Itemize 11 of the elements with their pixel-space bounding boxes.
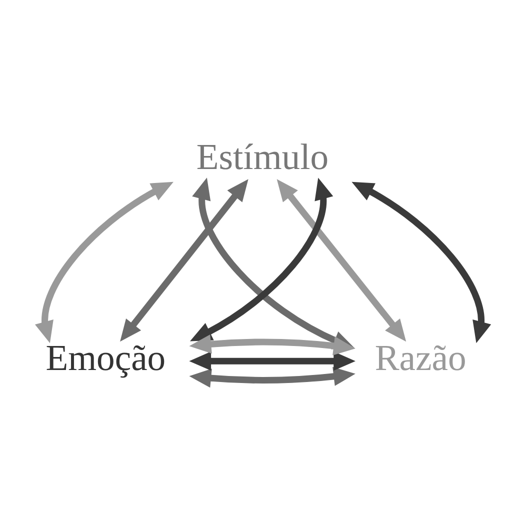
- node-text: Estímulo: [196, 135, 328, 176]
- node-text: Emoção: [45, 336, 166, 378]
- arrow: [120, 178, 248, 342]
- arrow: [34, 181, 173, 343]
- arrow: [188, 351, 355, 370]
- arrow: [276, 178, 406, 342]
- arrow: [189, 177, 333, 341]
- node-text: Razão: [374, 336, 466, 378]
- arrow: [188, 334, 355, 355]
- arrow: [351, 181, 491, 343]
- arrow: [188, 366, 355, 388]
